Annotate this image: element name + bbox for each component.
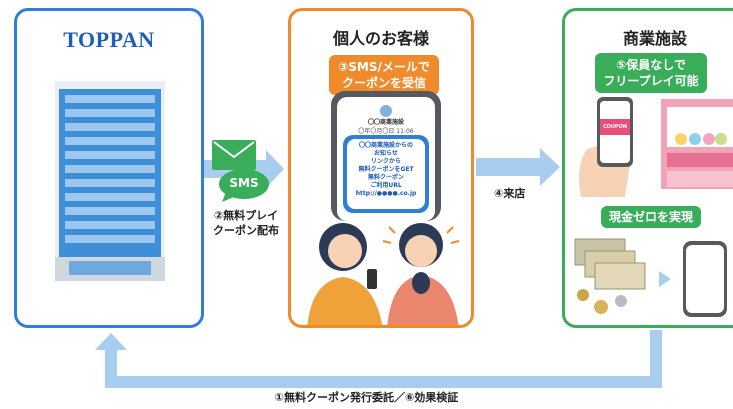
facility-panel: 商業施設 ⑤保員なしで フリープレイ可能 COUPON 現金ゼロを実現 <box>562 8 733 328</box>
visit-step-label: ④来店 <box>494 187 526 200</box>
message-line: お知らせ <box>374 150 398 157</box>
message-line: ご利用URL <box>370 182 402 189</box>
coupon-label: COUPON <box>602 124 628 130</box>
message-line: 無料クーポン <box>367 174 404 181</box>
bottom-flow-label: ①無料クーポン発行委託／⑥効果検証 <box>274 391 459 404</box>
customer-panel: 個人のお客様 ③SMS/メールで クーポンを受信 〇〇商業施設 〇年〇月〇日 1… <box>288 8 474 328</box>
cashless-badge: 現金ゼロを実現 <box>601 206 701 228</box>
toppan-logo: TOPPAN <box>63 27 155 52</box>
free-play-badge: ⑤保員なしで フリープレイ可能 <box>595 53 707 93</box>
toppan-panel: TOPPAN <box>14 8 204 328</box>
sms-step-label: ②無料プレイ クーポン配布 <box>213 209 279 237</box>
facility-panel-title: 商業施設 <box>622 29 687 48</box>
smartphone-illustration <box>331 91 441 221</box>
customers-illustration <box>307 223 460 325</box>
sms-bubble-label: SMS <box>229 176 259 190</box>
office-building-illustration <box>55 81 165 281</box>
sms-bubble-icon <box>219 169 269 202</box>
coupon-phone-illustration <box>579 97 633 197</box>
message-line: 無料クーポンをGET <box>358 166 414 173</box>
crane-game-illustration <box>661 99 733 189</box>
customer-panel-title: 個人のお客様 <box>332 29 429 48</box>
message-line: リンクから <box>370 158 401 165</box>
visit-flow-arrow <box>476 148 560 186</box>
cash-to-phone-illustration <box>574 238 727 317</box>
phone-date: 〇年〇月〇日 11:06 <box>358 128 414 135</box>
message-line: 〇〇商業施設からの <box>358 142 413 149</box>
receive-coupon-badge: ③SMS/メールで クーポンを受信 <box>329 55 439 95</box>
phone-message: 〇〇商業施設からの お知らせ リンクから 無料クーポンをGET 無料クーポン ご… <box>347 142 425 198</box>
phone-sender: 〇〇商業施設 <box>367 119 404 126</box>
message-line: http://●●●●.co.jp <box>355 190 417 197</box>
envelope-icon <box>212 140 256 170</box>
